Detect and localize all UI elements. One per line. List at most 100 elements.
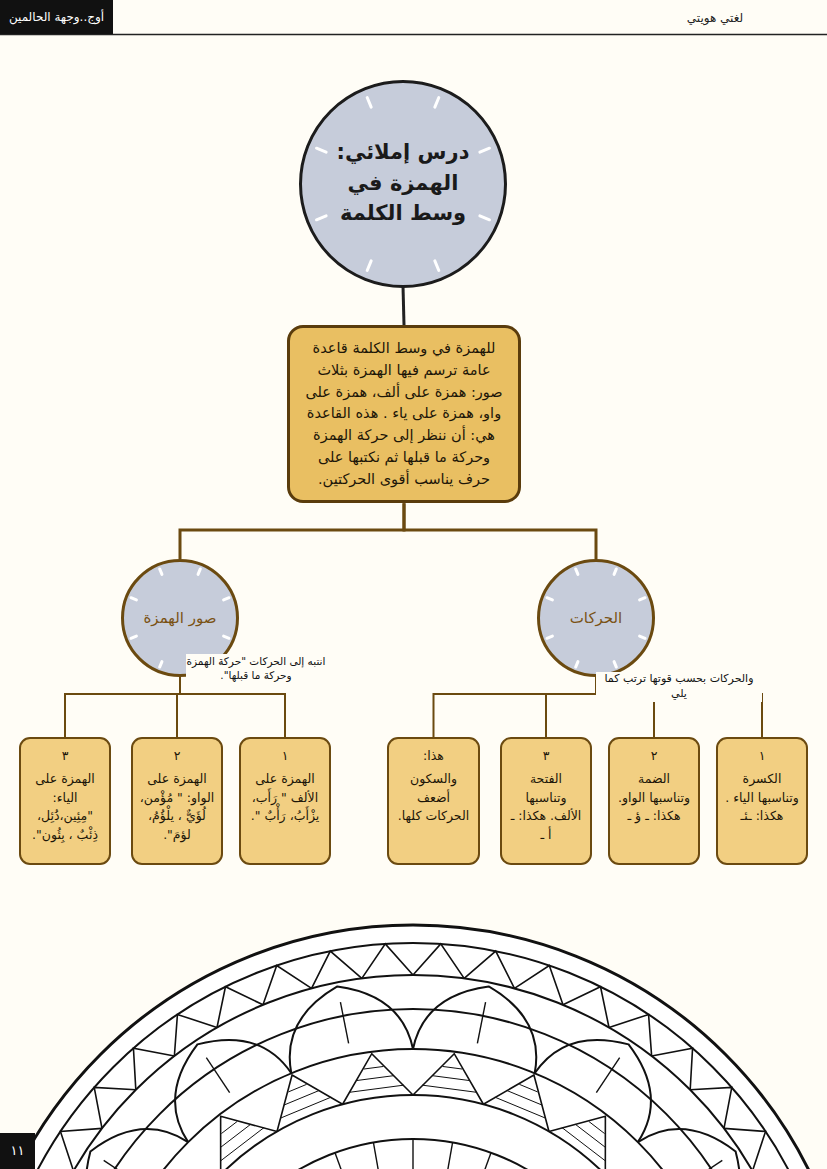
mandala-ring	[0, 925, 827, 1169]
mandala-triangle	[483, 1075, 549, 1131]
mandala-stroke	[104, 1160, 139, 1169]
mandala-ring	[55, 1009, 771, 1169]
callout-number: ١	[282, 747, 289, 766]
mandala-petal	[175, 1040, 291, 1142]
circle-tick	[614, 662, 616, 667]
callout-number: ٣	[62, 747, 69, 766]
mandala-hatch	[220, 1124, 250, 1147]
mandala-petal	[413, 986, 536, 1073]
circle-tick	[547, 598, 552, 600]
circle-shape	[539, 561, 654, 676]
mandala-hatch	[284, 1090, 319, 1105]
circle-tick	[317, 148, 327, 152]
circle-tick	[131, 636, 136, 638]
callout-number: ١	[759, 747, 766, 766]
item-box: ١ الكسرة وتناسبها الياء . هكذا: ـئـ	[716, 737, 808, 865]
circle-tick	[435, 261, 439, 271]
circle-tick	[367, 98, 371, 108]
item-box: ٣ الهمزة على الياء: "مِئِين،ذُئِل، ذِئْبٌ…	[19, 737, 111, 865]
mandala-zigzag	[217, 987, 263, 1028]
mandala-ring	[95, 1049, 731, 1169]
mandala-ring	[21, 975, 805, 1169]
circle-tick	[367, 261, 371, 271]
mandala-ray	[445, 1142, 452, 1169]
header-title: لغتي هويتي	[660, 10, 770, 26]
mandala-zigzag	[563, 987, 609, 1028]
mandala-zigzag	[133, 1048, 174, 1090]
mandala-ray	[412, 1139, 413, 1169]
node-text: الهمزة على الألف " رَأَب، يزْأَبُ، رَأْب…	[247, 770, 323, 826]
mandala-ray	[335, 1153, 349, 1169]
branch-note: والحركات بحسب قوتها ترتب كما يلي	[596, 672, 762, 702]
mandala-triangle	[221, 1116, 277, 1169]
circle-tick	[317, 216, 327, 220]
mandala-hatch	[495, 1097, 546, 1118]
rule-box: للهمزة في وسط الكلمة قاعدة عامة ترسم فيه…	[287, 325, 521, 503]
mandala-hatch	[221, 1122, 237, 1134]
item-box: ٣الفتحة وتناسبها الألف. هكذا: ـ أ ـ	[500, 737, 592, 865]
item-box: ٢الهمزة على الواو: " مُؤْمن، لُؤَيٌّ ، ي…	[131, 737, 223, 865]
node-text: الكسرة وتناسبها الياء . هكذا: ـئـ	[724, 770, 800, 826]
mandala-ring	[185, 1139, 641, 1169]
mandala-zigzag	[464, 951, 514, 988]
mandala-triangle	[277, 1075, 343, 1131]
mandala-hatch	[288, 1084, 306, 1092]
mandala-hatch	[364, 1066, 384, 1069]
circle-tick	[640, 636, 645, 638]
node-text: الهمزة على الياء: "مِئِين،ذُئِل، ذِئْبٌ …	[27, 770, 103, 845]
mandala-zigzag	[362, 944, 413, 978]
mandala-stroke	[340, 1002, 348, 1043]
tree-connector	[546, 677, 596, 737]
circle-tick	[160, 662, 162, 667]
circle-tick	[640, 598, 645, 600]
mandala-triangle	[549, 1116, 605, 1169]
node-text: والسكون أضعف الحركات كلها.	[395, 770, 472, 826]
mandala-stroke	[206, 1058, 229, 1093]
mandala-petal	[638, 1129, 740, 1169]
node-text: الفتحة وتناسبها الألف. هكذا: ـ أ ـ	[508, 770, 584, 845]
mandala-ring	[141, 1095, 685, 1169]
circle-tick	[224, 636, 229, 638]
mandala-hatch	[349, 1085, 404, 1092]
circle-tick	[480, 148, 490, 152]
mandala-zigzag	[174, 1014, 217, 1056]
mandala-ring	[0, 943, 827, 1169]
node-text: الحركات	[570, 607, 623, 630]
node-text: للهمزة في وسط الكلمة قاعدة عامة ترسم فيه…	[300, 338, 508, 490]
mandala-zigzag	[413, 944, 464, 978]
mandala-petal	[535, 1040, 651, 1142]
circle-tick	[224, 598, 229, 600]
mandala-triangle	[343, 1054, 413, 1105]
callout-number: هذا:	[423, 747, 444, 766]
tree-connector	[180, 503, 404, 559]
category-circle: الحركات	[537, 559, 655, 677]
callout-number: ٢	[651, 747, 658, 766]
circle-tick	[480, 216, 490, 220]
title-circle: درس إملائي: الهمزة في وسط الكلمة	[299, 80, 507, 286]
mandala-zigzag	[263, 966, 312, 1005]
item-box: هذا: والسكون أضعف الحركات كلها.	[387, 737, 480, 865]
tree-connector	[434, 677, 597, 737]
mandala-hatch	[443, 1066, 463, 1069]
mandala-petal	[290, 986, 413, 1073]
tree-connector	[403, 286, 404, 325]
mandala-stroke	[596, 1058, 619, 1093]
mandala-stroke	[687, 1160, 722, 1169]
circle-tick	[198, 569, 200, 574]
mandala-hatch	[562, 1128, 606, 1162]
tree-connector	[180, 677, 285, 737]
mandala-hatch	[280, 1097, 331, 1118]
mandala-hatch	[519, 1084, 537, 1092]
mandala-zigzag	[312, 951, 362, 988]
item-box: ١ الهمزة على الألف " رَأَب، يزْأَبُ، رَأْ…	[239, 737, 331, 865]
tree-connector	[65, 677, 180, 737]
circle-tick	[435, 98, 439, 108]
circle-tick	[614, 569, 616, 574]
node-text: درس إملائي: الهمزة في وسط الكلمة	[321, 137, 485, 228]
header-rule	[0, 34, 827, 36]
mandala-hatch	[422, 1085, 477, 1092]
callout-number: ٢	[174, 747, 181, 766]
mandala-hatch	[432, 1076, 470, 1081]
node-text: صور الهمزة	[144, 607, 217, 630]
